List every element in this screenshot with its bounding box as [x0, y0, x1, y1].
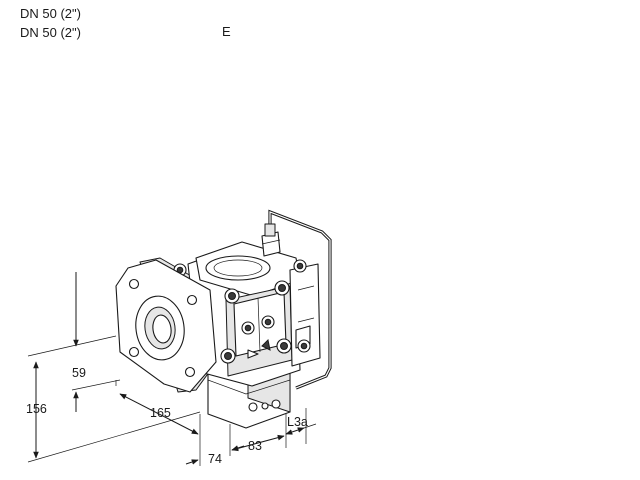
top-opening — [205, 255, 271, 281]
dim-165-label: 165 — [150, 406, 171, 420]
dimension-lines — [27, 272, 317, 466]
dim-l3a-label: L3a — [287, 415, 308, 429]
sensor-plug — [261, 223, 281, 257]
dim-156-label: 156 — [26, 402, 47, 416]
valve-illustration — [115, 209, 332, 429]
dim-74-label: 74 — [208, 452, 222, 466]
nominal-size-label-1: DN 50 (2") — [20, 6, 81, 21]
dim-83-label: 83 — [248, 439, 262, 453]
flange-bolt-holes — [128, 278, 198, 378]
nominal-size-label-2: DN 50 (2") — [20, 25, 81, 40]
bottom-port-group — [248, 399, 281, 412]
dim-59-label: 59 — [72, 366, 86, 380]
dim-83-line — [231, 434, 285, 452]
dim-l3a-line — [285, 427, 305, 435]
dim-74-line — [185, 459, 199, 465]
dim-165-line — [119, 393, 199, 435]
variant-letter-label: E — [222, 24, 231, 39]
body-bolts — [173, 259, 311, 364]
